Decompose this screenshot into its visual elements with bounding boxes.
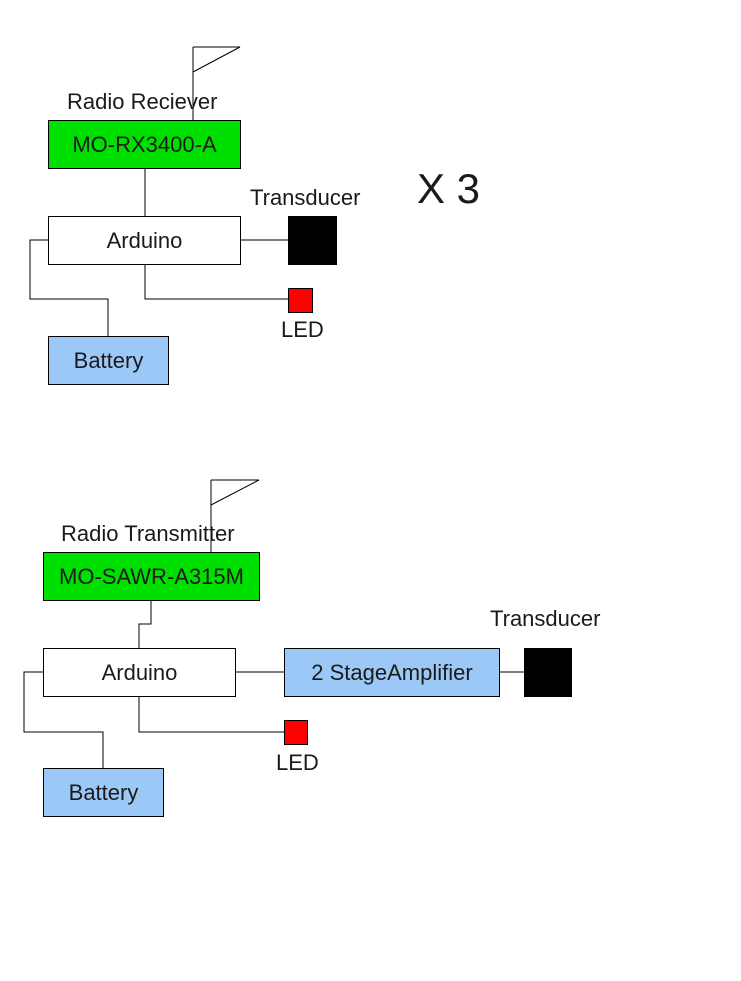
- receiver-transducer-label: Transducer: [250, 185, 361, 210]
- transmitter-amplifier: 2 StageAmplifier: [284, 648, 500, 697]
- transmitter-led-label: LED: [276, 750, 319, 775]
- transmitter-arduino: Arduino: [43, 648, 236, 697]
- receiver-wire-arduino-led: [144, 264, 288, 300]
- receiver-battery: Battery: [48, 336, 169, 385]
- receiver-wire-arduino-battery: [29, 239, 109, 336]
- transmitter-transducer: [524, 648, 572, 697]
- transmitter-transducer-label: Transducer: [490, 606, 601, 631]
- receiver-antenna-icon: [192, 46, 241, 120]
- receiver-radio-module: MO-RX3400-A: [48, 120, 241, 169]
- transmitter-battery: Battery: [43, 768, 164, 817]
- receiver-arduino: Arduino: [48, 216, 241, 265]
- transmitter-wire-arduino-battery: [23, 671, 104, 768]
- receiver-title: Radio Reciever: [67, 89, 218, 114]
- multiplier-label: X 3: [417, 165, 481, 212]
- receiver-transducer: [288, 216, 337, 265]
- receiver-led: [288, 288, 313, 313]
- transmitter-wire-arduino-led: [138, 696, 284, 733]
- transmitter-antenna-icon: [210, 479, 260, 552]
- transmitter-title: Radio Transmitter: [61, 521, 235, 546]
- receiver-led-label: LED: [281, 317, 324, 342]
- transmitter-radio-module: MO-SAWR-A315M: [43, 552, 260, 601]
- transmitter-wire-radio-arduino: [138, 600, 152, 648]
- transmitter-led: [284, 720, 308, 745]
